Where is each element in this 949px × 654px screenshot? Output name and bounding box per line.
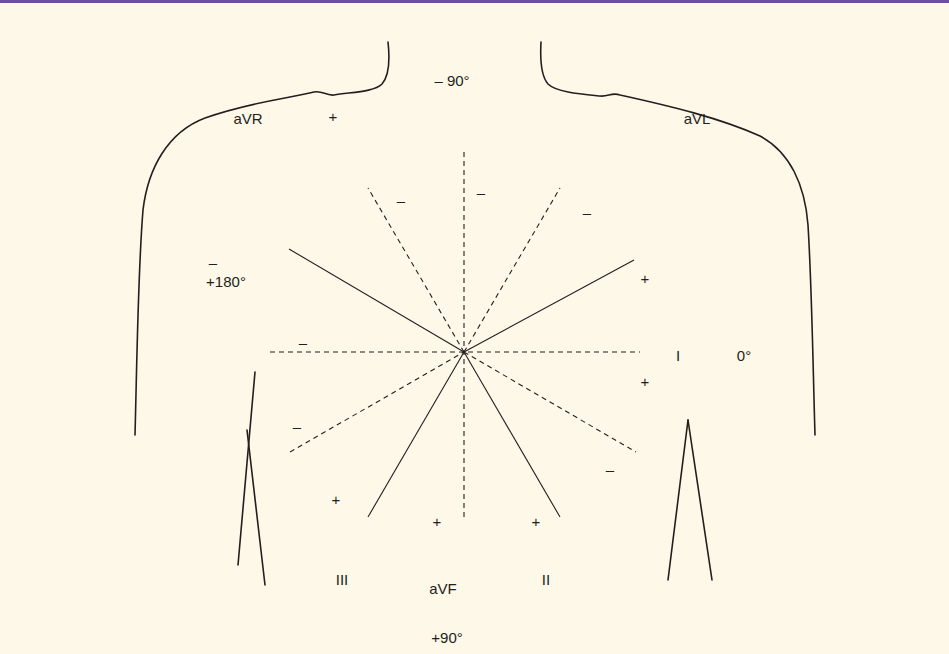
angle-label: 0° (737, 348, 751, 363)
polarity-sign: – (293, 419, 301, 434)
angle-label: – 90° (434, 73, 469, 88)
polarity-sign: + (641, 374, 650, 389)
lead-axis (368, 188, 464, 352)
lead-axis (368, 352, 464, 517)
lead-name: III (336, 572, 349, 587)
lead-name: aVF (429, 581, 457, 596)
polarity-sign: + (329, 109, 338, 124)
polarity-sign: + (433, 514, 442, 529)
arm-outline (668, 420, 688, 580)
angle-label: +90° (431, 630, 462, 645)
lead-axis (463, 152, 464, 520)
arm-outline (688, 420, 712, 580)
polarity-sign: + (532, 514, 541, 529)
lead-axis (464, 260, 634, 352)
polarity-sign: + (332, 492, 341, 507)
arm-outline (238, 372, 255, 565)
lead-name: II (542, 572, 550, 587)
polarity-sign: + (641, 271, 650, 286)
angle-label: +180° (206, 274, 246, 289)
lead-name: I (676, 348, 680, 363)
torso-outline (135, 42, 389, 435)
polarity-sign: – (397, 193, 405, 208)
lead-axis (289, 249, 464, 352)
polarity-sign: – (299, 335, 307, 350)
arm-outline (247, 430, 265, 585)
torso-outline (541, 42, 815, 435)
polarity-sign: – (583, 205, 591, 220)
polarity-sign: – (477, 185, 485, 200)
lead-name: aVL (684, 111, 711, 126)
polarity-sign: – (606, 462, 614, 477)
polarity-sign: – (209, 255, 217, 270)
lead-axis (464, 352, 560, 517)
top-rule (0, 0, 949, 3)
lead-axis (290, 352, 464, 452)
lead-axis (464, 352, 636, 452)
lead-axis (464, 188, 560, 352)
lead-name: aVR (233, 111, 262, 126)
lead-axis (270, 351, 640, 352)
